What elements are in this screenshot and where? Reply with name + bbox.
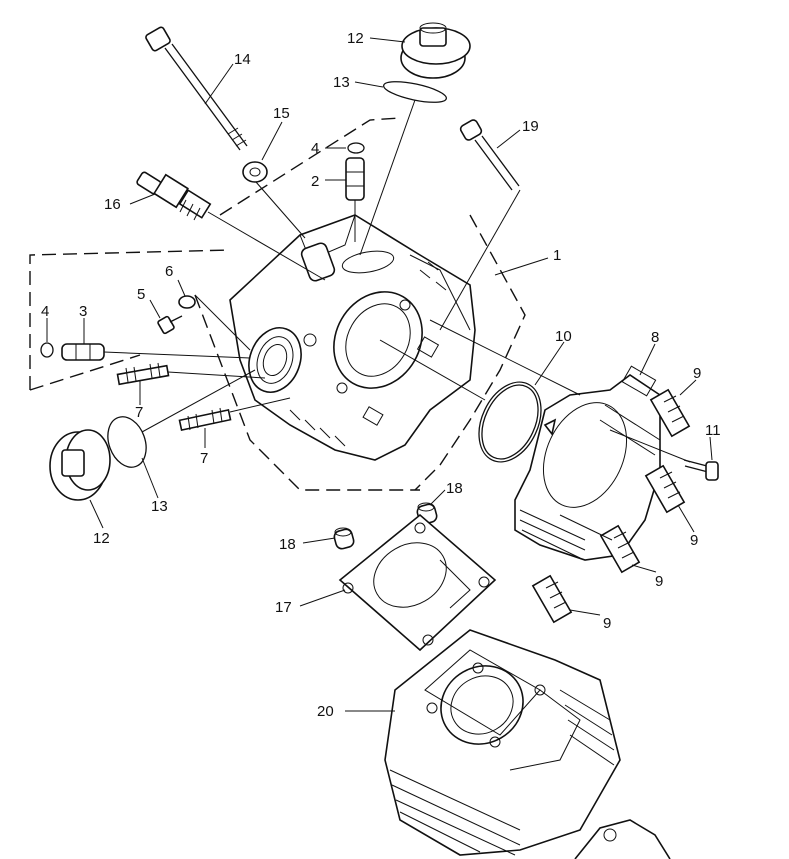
valve-cover-cap-top xyxy=(400,22,471,79)
callout-20: 20 xyxy=(317,703,334,720)
washer xyxy=(242,161,268,183)
callout-4-top: 4 xyxy=(311,140,319,157)
callout-1: 1 xyxy=(553,247,561,264)
callout-18-upper: 18 xyxy=(446,480,463,497)
dowel-pin-lower xyxy=(333,527,355,550)
damper-3 xyxy=(599,524,641,574)
callout-17: 17 xyxy=(275,599,292,616)
cover-bolt xyxy=(683,459,719,481)
circlip-top xyxy=(347,142,365,154)
valve-cover-cap-left xyxy=(49,429,111,501)
o-ring-left xyxy=(107,416,147,468)
callout-12-left: 12 xyxy=(93,530,110,547)
callout-13-left: 13 xyxy=(151,498,168,515)
next-part-edge xyxy=(574,819,671,859)
valve-guide xyxy=(345,157,365,201)
cylinder xyxy=(384,629,621,856)
bolt-right xyxy=(459,119,520,191)
callout-2: 2 xyxy=(311,173,319,190)
assembly-boundary xyxy=(29,117,526,491)
callout-11: 11 xyxy=(705,422,721,439)
callout-4-left: 4 xyxy=(41,303,49,320)
callout-14: 14 xyxy=(234,51,251,68)
damper-4 xyxy=(531,574,573,624)
callout-6: 6 xyxy=(165,263,173,280)
stud-lower xyxy=(178,407,232,432)
callout-9-d: 9 xyxy=(603,615,611,632)
callout-18-lower: 18 xyxy=(279,536,296,553)
callout-15: 15 xyxy=(273,105,290,122)
callout-16: 16 xyxy=(104,196,121,213)
circlip-left xyxy=(40,342,54,358)
o-ring-top xyxy=(383,81,447,103)
cylinder-head xyxy=(229,214,476,461)
screw xyxy=(157,315,183,335)
spark-plug xyxy=(136,171,212,221)
callout-8: 8 xyxy=(651,329,659,346)
callout-9-b: 9 xyxy=(690,532,698,549)
callout-7-upper: 7 xyxy=(135,404,143,421)
callout-12-top: 12 xyxy=(347,30,364,47)
callout-9-a: 9 xyxy=(693,365,701,382)
leader-lines xyxy=(46,37,713,712)
cylinder-o-ring xyxy=(478,381,542,463)
callout-19: 19 xyxy=(522,118,539,135)
head-bolt-long xyxy=(145,26,248,151)
head-cover xyxy=(514,365,661,561)
callout-labels: 14 15 16 12 13 4 2 19 1 6 5 4 3 7 7 12 1… xyxy=(41,30,721,720)
stud-upper xyxy=(116,362,170,386)
callout-3: 3 xyxy=(79,303,87,320)
nut xyxy=(178,295,196,309)
valve-guide-left xyxy=(61,343,105,361)
callout-13-top: 13 xyxy=(333,74,350,91)
callout-9-c: 9 xyxy=(655,573,663,590)
damper-2 xyxy=(644,464,686,514)
callout-10: 10 xyxy=(555,328,572,345)
cylinder-head-gasket xyxy=(338,513,497,652)
callout-5: 5 xyxy=(137,286,145,303)
damper-1 xyxy=(649,388,691,438)
callout-7-lower: 7 xyxy=(200,450,208,467)
